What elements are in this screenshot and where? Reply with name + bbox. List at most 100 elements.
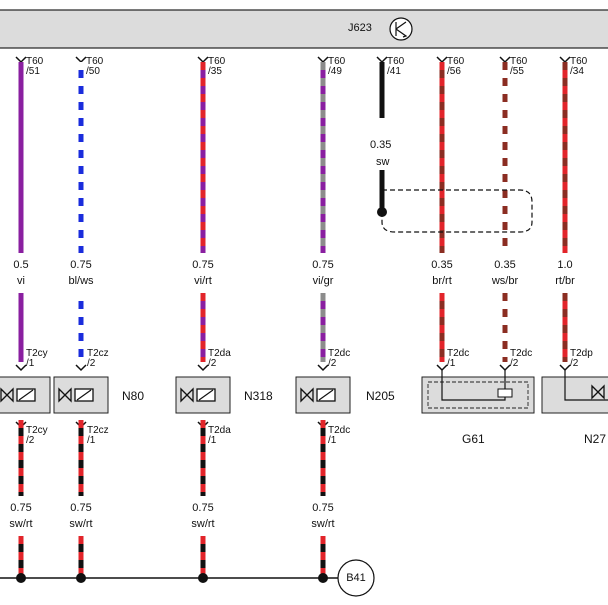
wire-8-connector-bottom bbox=[559, 364, 571, 372]
wire-3-pin-top-line-1: T60 bbox=[208, 56, 226, 67]
wire-3-size: 0.75 bbox=[192, 259, 214, 271]
ground-wire-2-size: 0.75 bbox=[70, 502, 92, 514]
component-n318-pin-out: T2da/1 bbox=[208, 426, 231, 446]
component-n318-pin-in-line-2: /2 bbox=[208, 358, 217, 369]
wire-7-pin-top-line-2: /55 bbox=[510, 66, 524, 77]
wire-1-pin-top: T60/51 bbox=[26, 57, 43, 77]
wire-8-connector-top bbox=[559, 56, 571, 64]
component-n18x-pin-out-line-1: T2cz bbox=[87, 425, 109, 436]
wire-1-color-code: vi bbox=[17, 275, 25, 287]
shield-loop bbox=[381, 189, 533, 233]
wire-2-size: 0.75 bbox=[70, 259, 92, 271]
component-g61-sensor-icon bbox=[497, 388, 513, 398]
wire-3-pin-top: T60/35 bbox=[208, 57, 225, 77]
wire-5-pin-top: T60/41 bbox=[387, 57, 404, 77]
transistor-icon-glyph bbox=[395, 21, 408, 38]
wire-2-pin-top: T60/50 bbox=[86, 57, 103, 77]
wire-3-connector-bottom bbox=[197, 364, 209, 372]
component-g61-pin-in-a: T2dc/1 bbox=[447, 349, 469, 369]
wire-3-connector-top bbox=[197, 56, 209, 64]
component-n205-pin-out-line-1: T2dc bbox=[328, 425, 351, 436]
wire-6-pin-top-line-2: /56 bbox=[447, 66, 461, 77]
wire-2-color-code: bl/ws bbox=[68, 275, 94, 287]
component-n80-valve-icon bbox=[0, 387, 14, 403]
component-g61-pin-in-b: T2dc/2 bbox=[510, 349, 532, 369]
wire-1-pin-top-line-1: T60 bbox=[26, 56, 44, 67]
control-unit-label: J623 bbox=[348, 22, 372, 34]
ground-point-circle bbox=[337, 559, 375, 597]
component-n318-label: N318 bbox=[244, 389, 273, 403]
component-g61-pin-in-b-line-2: /2 bbox=[510, 358, 519, 369]
component-n205-valve-icon bbox=[300, 387, 314, 403]
ground-wire-1-color-code: sw/rt bbox=[9, 518, 33, 530]
wire-7-color-code: ws/br bbox=[491, 275, 519, 287]
component-n27-pin-in-line-1: T2dp bbox=[570, 348, 593, 359]
wire-7-pin-top: T60/55 bbox=[510, 57, 527, 77]
component-n205-pin-in-line-1: T2dc bbox=[328, 348, 351, 359]
wire-8-size: 1.0 bbox=[557, 259, 573, 271]
component-n318-pin-in-line-1: T2da bbox=[208, 348, 231, 359]
component-n80-pin-out-line-2: /2 bbox=[26, 435, 35, 446]
component-g61-label: G61 bbox=[462, 432, 485, 446]
wire-4-pin-top-line-2: /49 bbox=[328, 66, 342, 77]
wire-3-pin-top-line-2: /35 bbox=[208, 66, 222, 77]
wire-7-pin-top-line-1: T60 bbox=[510, 56, 528, 67]
wire-2-connector-bottom bbox=[75, 364, 87, 372]
wire-5-connector-top bbox=[376, 56, 388, 64]
wire-6-color-code: br/rt bbox=[432, 275, 452, 287]
wire-6-pin-top-line-1: T60 bbox=[447, 56, 465, 67]
component-g61-lead bbox=[441, 370, 506, 401]
component-n27-box bbox=[541, 376, 608, 414]
wire-5-pin-top-line-1: T60 bbox=[387, 56, 405, 67]
ground-wire-4-color-code: sw/rt bbox=[311, 518, 335, 530]
component-n18x-pin-in-line-1: T2cz bbox=[87, 348, 109, 359]
wire-4-color-code: vi/gr bbox=[312, 275, 334, 287]
wire-5-color-code: sw bbox=[376, 156, 390, 168]
component-g61-box bbox=[421, 376, 535, 414]
control-unit-bar bbox=[0, 9, 608, 49]
wire-4-size: 0.75 bbox=[312, 259, 334, 271]
wire-4-pin-top-line-1: T60 bbox=[328, 56, 346, 67]
component-n318-pin-out-line-2: /1 bbox=[208, 435, 217, 446]
component-n27-lead bbox=[564, 370, 608, 401]
component-n18x-pin-in-line-2: /2 bbox=[87, 358, 96, 369]
wire-6-pin-top: T60/56 bbox=[447, 57, 464, 77]
wire-1-connector-top bbox=[15, 56, 27, 64]
wire-8-pin-top-line-2: /34 bbox=[570, 66, 584, 77]
component-g61-inner bbox=[427, 381, 529, 409]
wire-2-connector-top bbox=[75, 56, 87, 64]
component-n318-valve-icon bbox=[180, 387, 194, 403]
wire-8-pin-top: T60/34 bbox=[570, 57, 587, 77]
component-n27-label: N27 bbox=[584, 432, 607, 446]
wire-1-connector-bottom bbox=[15, 364, 27, 372]
component-n80-pin-out-line-1: T2cy bbox=[26, 425, 48, 436]
wire-6-connector-top bbox=[436, 56, 448, 64]
component-n205-pin-out: T2dc/1 bbox=[328, 426, 350, 446]
wire-5-pin-top-line-2: /41 bbox=[387, 66, 401, 77]
component-n18x-coil-diagonal bbox=[76, 389, 92, 401]
wire-2-pin-top-line-2: /50 bbox=[86, 66, 100, 77]
component-n80-pin-in-line-1: T2cy bbox=[26, 348, 48, 359]
wire-4-pin-top: T60/49 bbox=[328, 57, 345, 77]
ground-point-label: B41 bbox=[346, 572, 366, 584]
wire-6-size: 0.35 bbox=[431, 259, 453, 271]
wire-7-connector-bottom bbox=[499, 364, 511, 372]
ground-wire-4-size: 0.75 bbox=[312, 502, 334, 514]
component-n80-pin-in-line-2: /1 bbox=[26, 358, 35, 369]
component-g61-pin-in-a-line-2: /1 bbox=[447, 358, 456, 369]
component-n205-pin-in-line-2: /2 bbox=[328, 358, 337, 369]
ground-wire-1-size: 0.75 bbox=[10, 502, 32, 514]
component-n27-pin-in: T2dp/2 bbox=[570, 349, 593, 369]
wire-3-color-code: vi/rt bbox=[194, 275, 212, 287]
component-n318-pin-in: T2da/2 bbox=[208, 349, 231, 369]
component-n205-coil-diagonal bbox=[318, 389, 334, 401]
ground-wire-3-color-code: sw/rt bbox=[191, 518, 215, 530]
wire-4-connector-top bbox=[317, 56, 329, 64]
component-n205-pin-in: T2dc/2 bbox=[328, 349, 350, 369]
wire-2-pin-top-line-1: T60 bbox=[86, 56, 104, 67]
wire-4-connector-bottom bbox=[317, 364, 329, 372]
component-n318-pin-out-line-1: T2da bbox=[208, 425, 231, 436]
component-n18x-pin-out-line-2: /1 bbox=[87, 435, 96, 446]
